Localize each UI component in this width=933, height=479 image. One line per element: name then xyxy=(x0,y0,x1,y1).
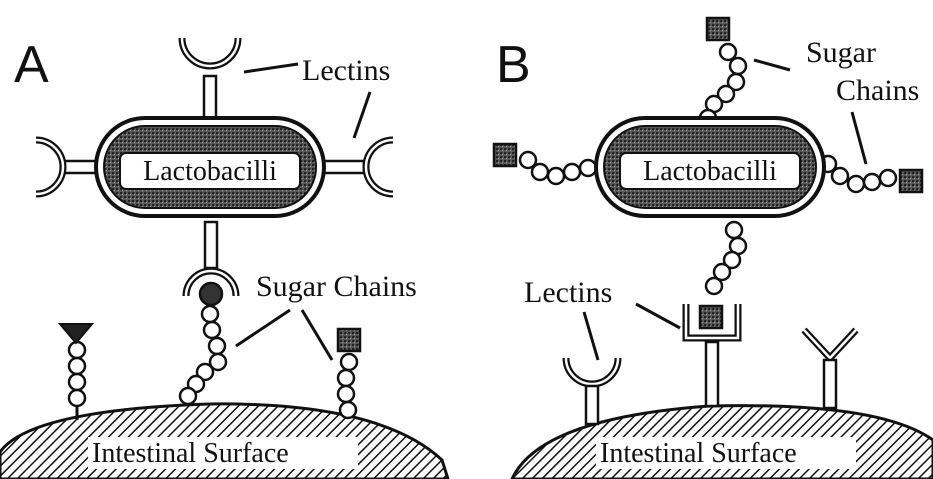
panel-b-lactobacilli: Lactobacilli xyxy=(596,118,824,216)
panel-a-letter: A xyxy=(14,36,49,94)
panel-b-letter: B xyxy=(496,36,531,94)
panel-a-sugar-chain-left xyxy=(60,324,92,420)
panel-a-lectin-right xyxy=(316,140,393,194)
panel-a: A Intestinal Surface Lectins xyxy=(0,36,448,479)
square-sugar-icon xyxy=(338,329,360,351)
panel-a-sugar-pointer-1 xyxy=(236,310,290,346)
panel-a-lectins-pointer-2 xyxy=(354,92,370,138)
panel-a-lectin-top xyxy=(182,38,238,126)
panel-b-sugar-chains-label-line2: Chains xyxy=(836,74,919,107)
panel-b-sugar-chain-right xyxy=(820,156,922,192)
panel-b: B Intestinal Surface Sugar Chains xyxy=(494,18,933,479)
panel-a-sugar-chains-label: Sugar Chains xyxy=(256,270,417,303)
panel-a-sugar-chain-right xyxy=(338,329,360,418)
panel-b-lectins-pointer-2 xyxy=(636,304,680,328)
panel-b-sugar-chains-label-line1: Sugar xyxy=(806,36,876,69)
panel-b-lectins-pointer-1 xyxy=(584,312,598,360)
panel-b-sugar-pointer-1 xyxy=(754,60,790,70)
triangle-sugar-icon xyxy=(60,324,92,343)
square-sugar-icon xyxy=(707,18,729,40)
panel-b-lectin-round xyxy=(566,358,618,424)
panel-b-sugar-chain-top xyxy=(700,18,746,126)
panel-b-bacterium-label: Lactobacilli xyxy=(643,156,777,187)
panel-a-lectins-label: Lectins xyxy=(302,54,390,87)
panel-a-lectins-pointer-1 xyxy=(244,64,298,72)
panel-a-bacterium-label: Lactobacilli xyxy=(143,156,277,187)
panel-b-sugar-chain-left xyxy=(494,144,596,184)
panel-b-sugar-pointer-2 xyxy=(852,112,866,164)
panel-a-lectin-bottom xyxy=(186,222,236,305)
panel-b-lectins-label: Lectins xyxy=(524,276,612,309)
square-sugar-icon xyxy=(900,170,922,192)
square-sugar-icon xyxy=(700,306,722,328)
panel-a-surface-label: Intestinal Surface xyxy=(92,438,289,469)
panel-b-lectin-y xyxy=(804,330,856,408)
panel-a-sugar-chain-bound xyxy=(180,306,226,404)
panel-a-lactobacilli: Lactobacilli xyxy=(96,118,324,216)
panel-b-surface-label: Intestinal Surface xyxy=(600,438,797,469)
square-sugar-icon xyxy=(494,144,516,166)
panel-a-sugar-pointer-2 xyxy=(302,310,332,360)
